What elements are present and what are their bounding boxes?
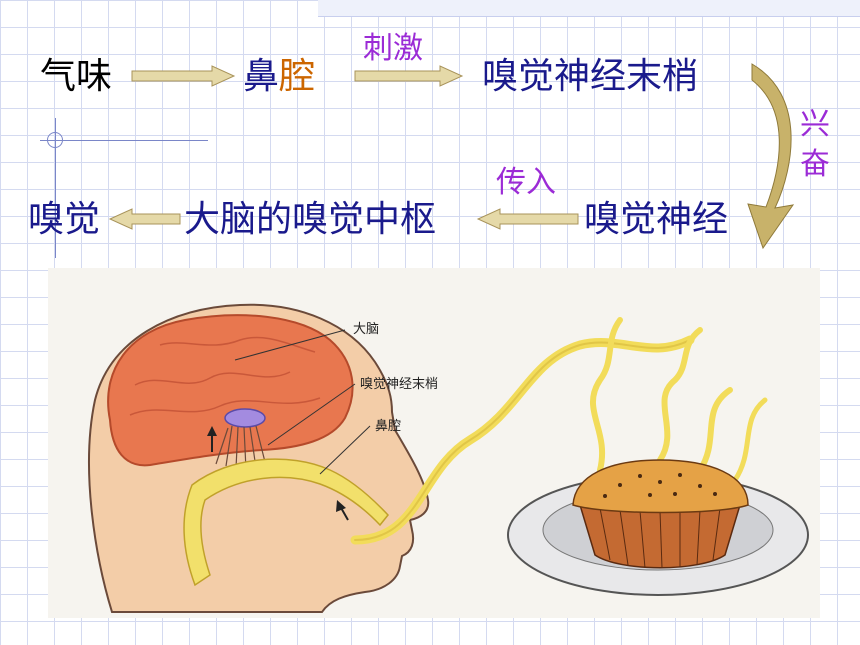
term-nasal-cavity-part1: 鼻 (243, 56, 280, 97)
label-stimulate: 刺激 (363, 31, 423, 66)
callout-lines (234, 329, 371, 475)
scent-wisps (350, 317, 768, 545)
label-olfactory-endings: 嗅觉神经末梢 (360, 377, 438, 392)
decorative-vertical-line (55, 118, 56, 258)
head-illustration (88, 303, 430, 613)
term-olfactory-nerve: 嗅觉神经 (584, 199, 729, 240)
label-excite-1: 兴 (800, 107, 830, 142)
term-brain-olfactory-center: 大脑的嗅觉中枢 (184, 199, 437, 240)
term-nasal-cavity: 鼻腔 (243, 57, 315, 97)
term-smell: 嗅觉 (28, 199, 101, 240)
label-brain: 大脑 (353, 322, 379, 337)
arrow-center-to-smell (108, 208, 181, 230)
decorative-circle (47, 132, 63, 148)
label-nasal-cavity: 鼻腔 (375, 418, 401, 434)
label-excite-2: 奋 (800, 147, 830, 182)
decorative-horizontal-line (40, 140, 208, 141)
label-transmit: 传入 (496, 165, 556, 200)
arrow-nasal-to-endings (354, 65, 464, 87)
muffin-illustration (507, 459, 809, 596)
arrow-odor-to-nasal (131, 65, 236, 87)
term-odor: 气味 (40, 56, 113, 97)
curved-arrow-down (747, 63, 795, 250)
term-nasal-cavity-part2: 腔 (279, 56, 316, 97)
arrow-nerve-to-center (476, 208, 579, 230)
term-olfactory-nerve-endings: 嗅觉神经末梢 (482, 56, 699, 97)
title-bar-decoration (318, 0, 860, 17)
